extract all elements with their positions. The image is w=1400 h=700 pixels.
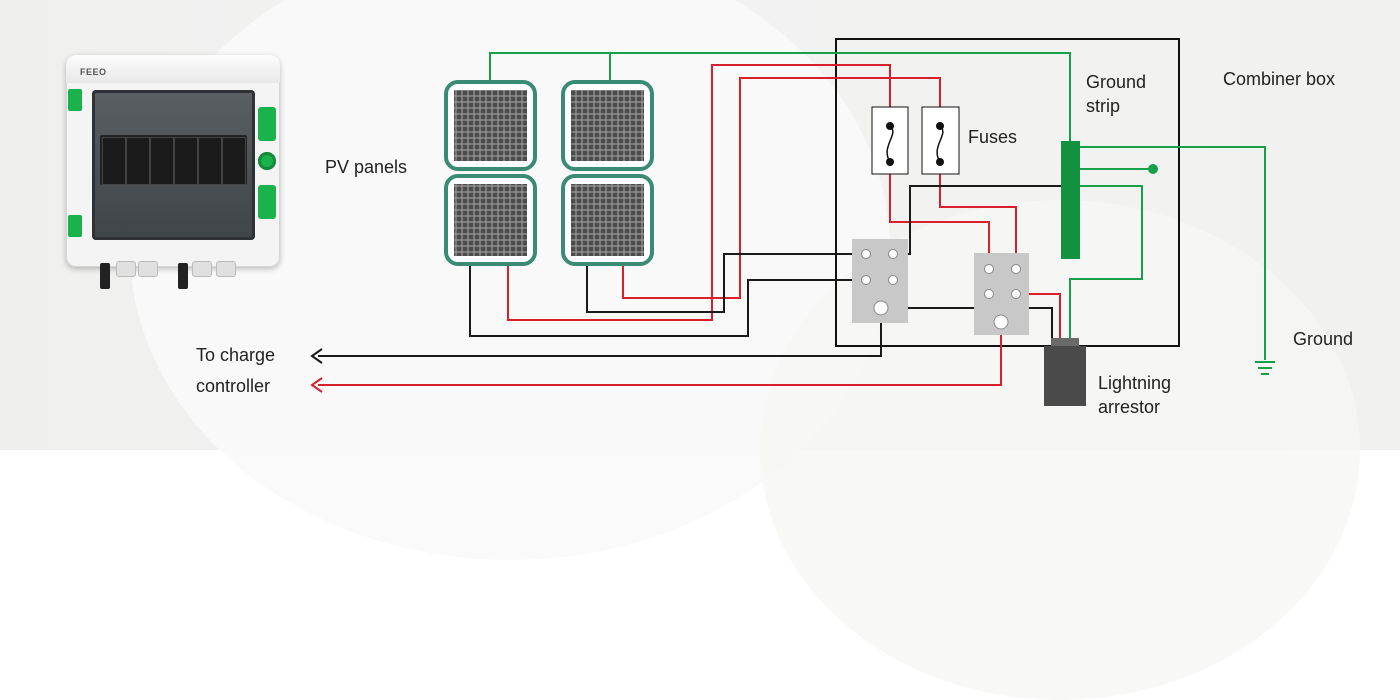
positive-wire <box>622 77 941 299</box>
ground-wire <box>1069 185 1143 340</box>
latch <box>258 185 276 219</box>
hinge <box>68 89 82 111</box>
module <box>174 137 198 185</box>
ground-wires <box>489 52 1266 360</box>
charge-controller-label-line1: To charge <box>196 345 276 365</box>
cable-gland <box>138 261 158 277</box>
positive-wire <box>507 64 891 321</box>
solar-panel-icon <box>444 80 537 171</box>
negative-wire <box>469 262 866 337</box>
positive-wire <box>1016 293 1061 340</box>
negative-wires <box>310 185 1061 364</box>
mc4-connector <box>100 263 110 289</box>
positive-terminal-block <box>974 253 1029 335</box>
negative-wire <box>586 253 866 313</box>
cable-gland <box>192 261 212 277</box>
solar-panel-icon <box>561 174 654 266</box>
mc4-connector <box>178 263 188 289</box>
module <box>126 137 150 185</box>
positive-wire <box>939 166 1017 268</box>
wiring-diagram <box>310 38 1275 406</box>
negative-terminal-block <box>852 239 908 323</box>
din-rail <box>100 135 247 185</box>
ground-strip-label-line1: Ground <box>1086 72 1147 92</box>
module <box>222 137 246 185</box>
knob <box>258 152 276 170</box>
pv-panels-label: PV panels <box>325 157 408 177</box>
hinge <box>68 215 82 237</box>
ground-wire <box>489 52 1071 145</box>
positive-wire <box>889 166 990 268</box>
ground-junction <box>1148 164 1158 174</box>
combiner-box-photo: FEEO <box>66 55 280 289</box>
ground-label: Ground <box>1293 329 1354 349</box>
positive-wire <box>318 324 1002 386</box>
module <box>102 137 126 185</box>
negative-wire <box>893 307 1053 340</box>
lightning-arrestor-label-line2: arrestor <box>1098 397 1161 417</box>
arrow-left-icon <box>310 348 323 364</box>
negative-wire <box>893 185 1061 255</box>
cable-gland <box>216 261 236 277</box>
module <box>150 137 174 185</box>
lightning-arrestor-icon <box>1044 338 1086 406</box>
brand-logo: FEEO <box>80 67 107 77</box>
fuse-icon <box>921 106 960 175</box>
arrow-left-icon <box>310 377 323 393</box>
lightning-arrestor-label-line1: Lightning <box>1098 373 1172 393</box>
module <box>198 137 222 185</box>
latch <box>258 107 276 141</box>
solar-panel-icon <box>444 174 537 266</box>
fuses-label: Fuses <box>968 127 1018 147</box>
negative-wire <box>318 310 882 357</box>
enclosure-lid: FEEO <box>66 55 280 83</box>
ground-symbol-icon <box>1255 361 1275 375</box>
cable-gland <box>116 261 136 277</box>
ground-strip-label-line2: strip <box>1086 96 1121 116</box>
charge-controller-label-line2: controller <box>196 376 271 396</box>
combiner-box-label: Combiner box <box>1223 69 1336 89</box>
fuse-icon <box>871 106 909 175</box>
ground-strip <box>1061 141 1080 259</box>
combiner-box-outline <box>835 38 1180 347</box>
enclosure-window <box>92 90 255 240</box>
ground-wire <box>1078 146 1266 360</box>
solar-panel-icon <box>561 80 654 171</box>
